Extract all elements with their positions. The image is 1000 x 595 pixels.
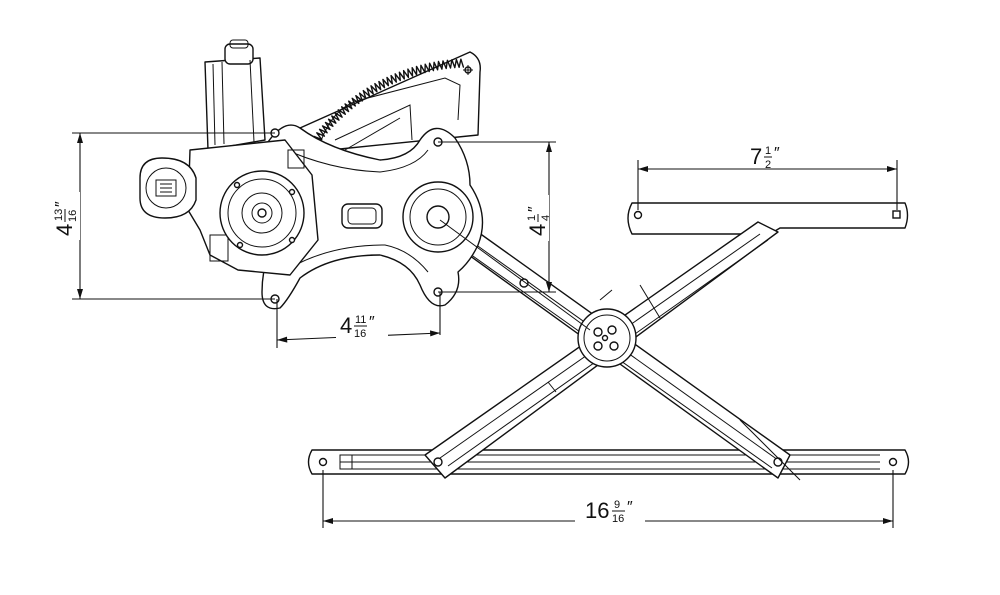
dim-unit: ″ [369, 314, 375, 331]
dim-unit: ″ [774, 145, 780, 162]
rail-mount-hole-left [318, 457, 328, 467]
base-plate [261, 124, 591, 331]
dim-numerator: 11 [355, 314, 366, 326]
label-sector-height: 4 1 4 ″ [525, 206, 552, 236]
dim-whole: 4 [52, 224, 77, 236]
dim-whole: 16 [585, 498, 609, 523]
dim-whole: 4 [340, 313, 352, 338]
bottom-rail [307, 449, 910, 475]
dim-unit: ″ [627, 499, 633, 516]
dim-whole: 7 [750, 144, 762, 169]
dim-numerator: 1 [526, 215, 538, 221]
label-mount-spacing: 4 11 16 ″ [340, 313, 375, 340]
dimension-mount-spacing [276, 292, 441, 348]
dim-denominator: 4 [540, 215, 552, 221]
pivot-hub [577, 308, 637, 368]
label-top-bracket: 7 1 2 ″ [750, 144, 780, 171]
motor-assembly [139, 39, 319, 276]
dim-whole: 4 [525, 224, 550, 236]
dim-unit: ″ [526, 206, 543, 212]
dim-denominator: 16 [67, 210, 79, 222]
label-motor-height: 4 13 16 ″ [52, 201, 79, 236]
dimension-motor-height [52, 132, 275, 300]
label-bottom-rail: 16 9 16 ″ [585, 498, 633, 525]
dim-denominator: 16 [612, 513, 624, 525]
dim-denominator: 2 [765, 159, 771, 171]
dim-numerator: 9 [614, 499, 620, 511]
dimension-sector-height [438, 141, 556, 293]
dim-unit: ″ [53, 201, 70, 207]
top-glass-bracket [627, 202, 909, 235]
dimension-bottom-rail [322, 470, 894, 528]
gear-sector [299, 51, 481, 162]
rail-mount-hole-right [888, 457, 898, 467]
dim-denominator: 16 [354, 328, 366, 340]
dimension-top-bracket [637, 140, 898, 210]
dim-numerator: 1 [765, 145, 771, 157]
dim-numerator: 13 [53, 209, 65, 221]
